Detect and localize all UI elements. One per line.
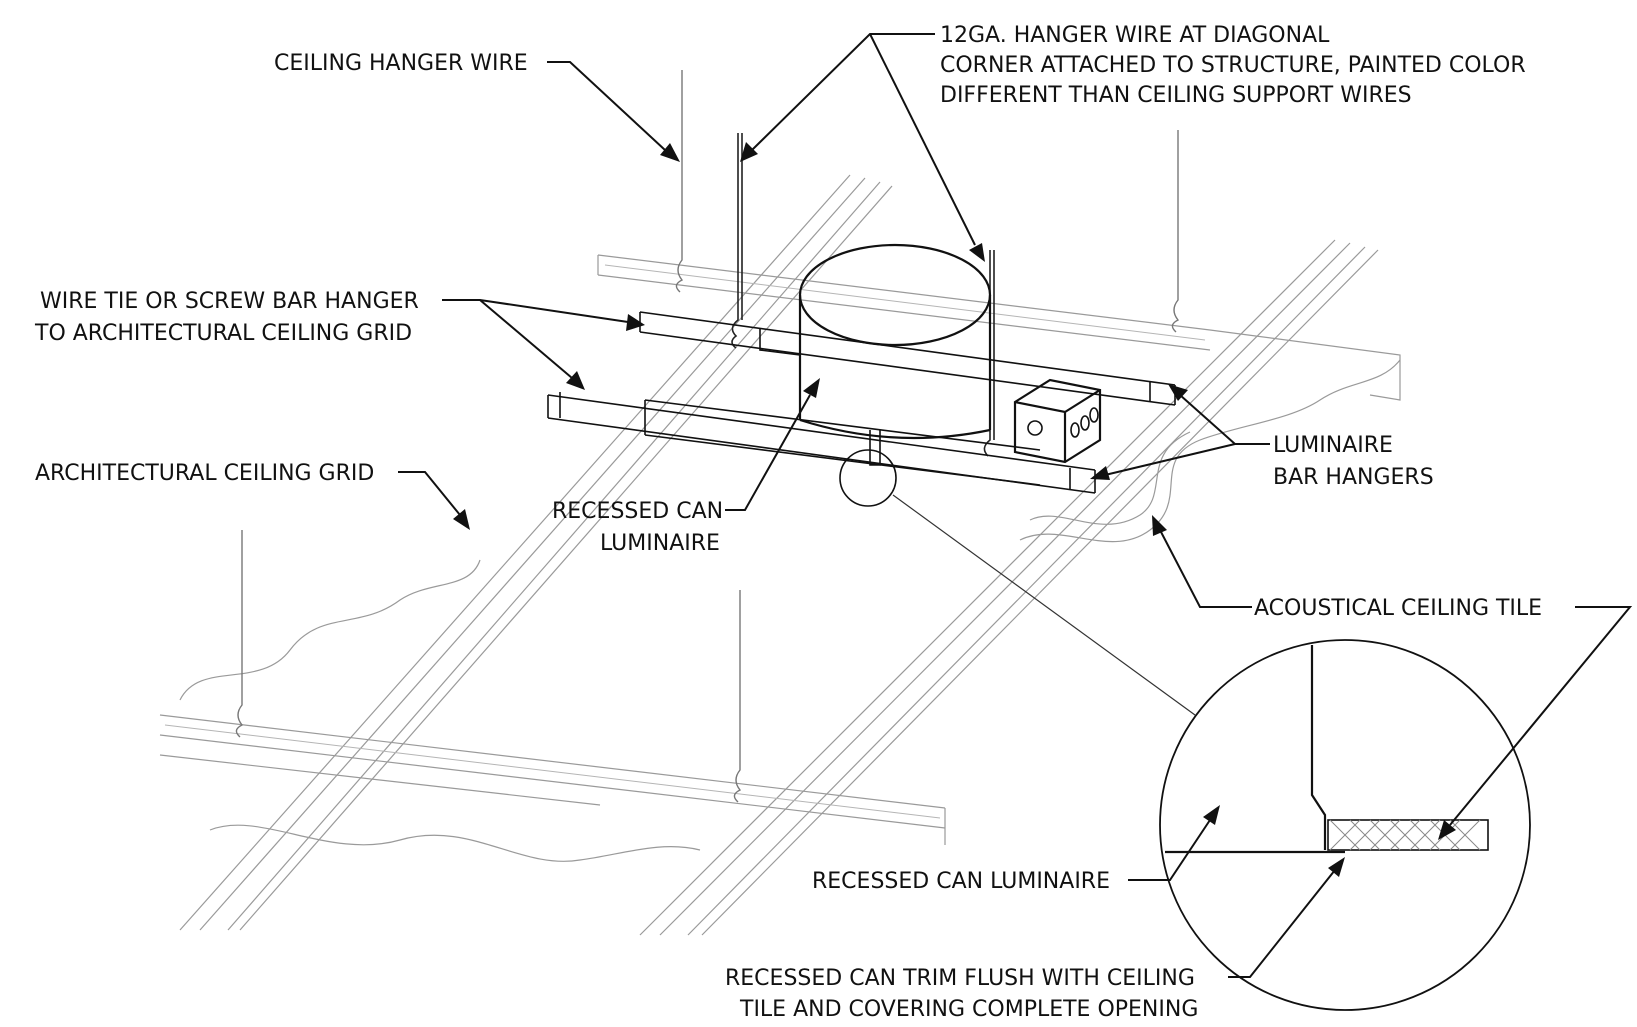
label-recessed-can-line2: LUMINAIRE	[600, 531, 720, 556]
label-arch-ceiling-grid: ARCHITECTURAL CEILING GRID	[35, 461, 374, 486]
label-luminaire-bar-line2: BAR HANGERS	[1273, 465, 1434, 490]
label-trim-line2: TILE AND COVERING COMPLETE OPENING	[739, 997, 1198, 1022]
label-12ga-line1: 12GA. HANGER WIRE AT DIAGONAL	[940, 23, 1330, 48]
label-12ga-line3: DIFFERENT THAN CEILING SUPPORT WIRES	[940, 83, 1412, 108]
recessed-can-luminaire	[798, 243, 992, 507]
cross-tee-front	[159, 714, 946, 845]
label-trim-line1: RECESSED CAN TRIM FLUSH WITH CEILING	[725, 966, 1195, 991]
label-recessed-can-line1: RECESSED CAN	[552, 499, 723, 524]
junction-box	[1013, 378, 1102, 464]
label-ceiling-hanger-wire: CEILING HANGER WIRE	[274, 51, 528, 76]
label-acoustical-tile: ACOUSTICAL CEILING TILE	[1254, 596, 1542, 621]
cross-tee-back	[597, 254, 1401, 401]
label-wire-tie-line2: TO ARCHITECTURAL CEILING GRID	[34, 321, 412, 346]
luminaire-bar-hangers	[547, 311, 1176, 494]
ceiling-hanger-wires	[235, 70, 1180, 803]
acoustical-tile-edges	[179, 359, 1401, 862]
12ga-hanger-wires	[731, 133, 995, 457]
label-wire-tie-line1: WIRE TIE OR SCREW BAR HANGER	[40, 289, 419, 314]
main-runner-right	[639, 239, 1379, 936]
architectural-ceiling-grid	[159, 174, 1401, 936]
label-detail-recessed-can: RECESSED CAN LUMINAIRE	[812, 869, 1110, 894]
label-luminaire-bar-line1: LUMINAIRE	[1273, 433, 1393, 458]
tile-crosshatch	[1329, 819, 1481, 851]
detail-callout	[892, 494, 1531, 1011]
annotation-labels: CEILING HANGER WIRE 12GA. HANGER WIRE AT…	[34, 23, 1542, 1022]
label-12ga-line2: CORNER ATTACHED TO STRUCTURE, PAINTED CO…	[940, 53, 1526, 78]
leaders	[398, 33, 1633, 978]
